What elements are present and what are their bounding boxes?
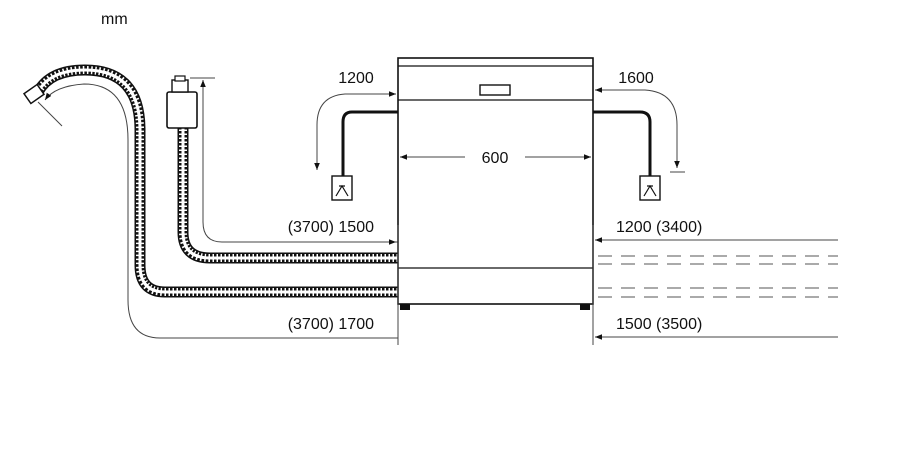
right-elec-height-label: 1600 <box>618 70 654 87</box>
inlet-hose <box>22 64 398 298</box>
left-elec-height-label: 1200 <box>338 70 374 87</box>
hose-end-fitting <box>22 83 46 105</box>
right-cable-reach-arc <box>595 87 680 168</box>
right-socket <box>639 175 661 201</box>
left-socket <box>331 175 353 201</box>
left-inlet-label: (3700) 1700 <box>288 316 374 333</box>
right-drain-label: 1200 (3400) <box>616 219 702 236</box>
aquastop-valve <box>166 91 198 129</box>
drain-hose <box>166 75 398 264</box>
inlet-hose-reach-arc <box>44 83 398 339</box>
unit-label: mm <box>101 11 128 28</box>
right-power-cable <box>593 110 661 201</box>
left-drain-label: (3700) 1500 <box>288 219 374 236</box>
control-panel-display <box>479 84 511 96</box>
left-cable-reach-arc <box>314 91 396 170</box>
drain-reach-arrow <box>190 77 398 243</box>
right-inlet-label: 1500 (3500) <box>616 316 702 333</box>
left-power-cable <box>331 110 398 201</box>
foot-left <box>400 304 410 310</box>
right-hose-dashed-lines <box>598 255 838 298</box>
width-label: 600 <box>482 150 509 167</box>
foot-right <box>580 304 590 310</box>
dishwasher-front <box>397 57 594 310</box>
